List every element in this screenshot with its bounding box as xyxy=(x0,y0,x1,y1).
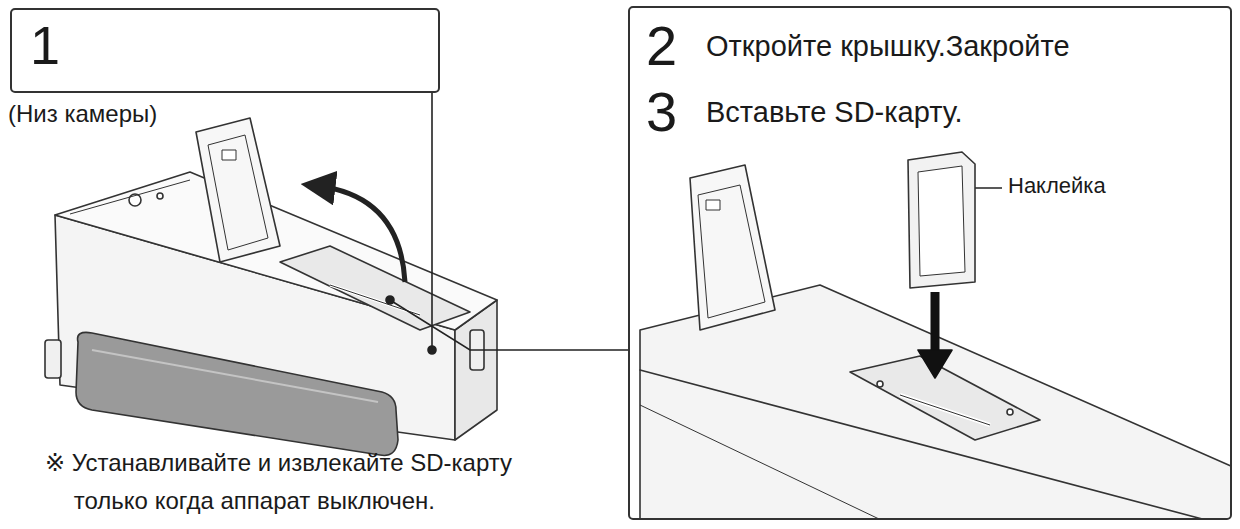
caution-note: ※ Устанавливайте и извлекайте SD-карту т… xyxy=(45,444,584,521)
camera-left xyxy=(45,118,497,455)
step-number: 3 xyxy=(646,80,677,144)
step-instruction: Откройте крышку.Закройте xyxy=(706,30,1070,63)
camera-right xyxy=(640,152,1230,518)
step-number: 1 xyxy=(30,14,60,76)
step-panel: 2 Откройте крышку.Закройте 3 Вставьте SD-ка… xyxy=(628,6,1232,520)
step-box: 1 xyxy=(10,8,440,93)
leader-line xyxy=(386,93,1002,354)
step-number: 2 xyxy=(646,14,677,78)
part-label: Наклейка xyxy=(1008,173,1106,199)
view-label: (Низ камеры) xyxy=(8,100,157,129)
step-instruction: Вставьте SD-карту. xyxy=(706,96,962,129)
